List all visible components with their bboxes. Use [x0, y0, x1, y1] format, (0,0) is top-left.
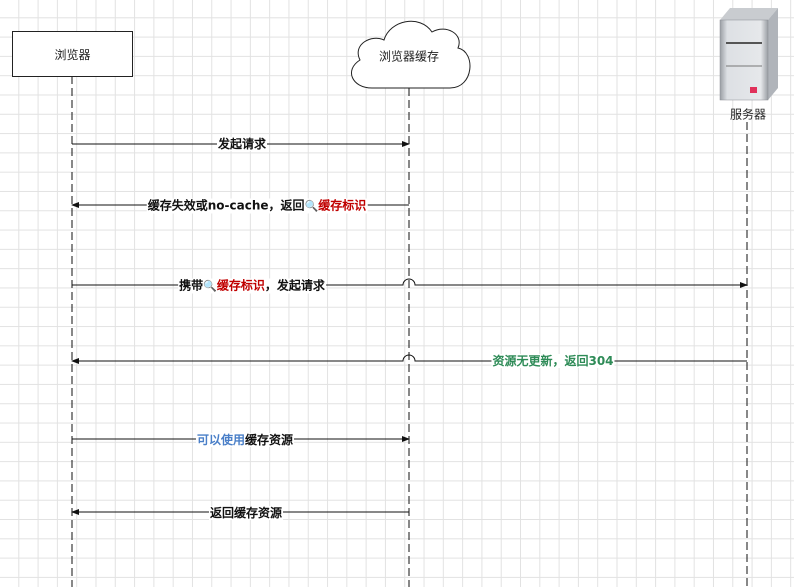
participant-cache-label: 浏览器缓存 [378, 49, 440, 64]
key-icon: 🔍 [203, 279, 217, 293]
message-label-3: 携带🔍缓存标识，发起请求 [178, 278, 326, 294]
message-text: 资源无更新，返回304 [492, 354, 614, 368]
arrow-4 [71, 354, 747, 364]
cloud-shape [350, 20, 471, 89]
message-label-2: 缓存失效或no-cache，返回🔍缓存标识 [146, 198, 368, 214]
key-icon: 🔍 [304, 199, 319, 213]
message-highlight: 缓存标识 [216, 278, 265, 293]
message-label-1: 发起请求 [216, 137, 268, 151]
message-text: 返回缓存资源 [209, 506, 283, 520]
message-text: 缓存失效或no-cache，返回 [147, 198, 305, 213]
message-text: 发起请求 [217, 137, 267, 151]
participant-browser-label: 浏览器 [54, 47, 91, 62]
server-icon [719, 8, 778, 101]
message-label-4: 资源无更新，返回304 [491, 354, 615, 368]
message-highlight: 可以使用 [196, 433, 245, 447]
message-text: 缓存资源 [245, 433, 294, 447]
message-label-5: 可以使用缓存资源 [195, 433, 295, 447]
participant-browser[interactable]: 浏览器 [12, 31, 133, 77]
participant-server-label: 服务器 [729, 107, 767, 122]
arrow-3 [72, 278, 748, 288]
message-highlight: 缓存标识 [318, 198, 367, 213]
message-label-6: 返回缓存资源 [208, 506, 284, 520]
message-text: ，发起请求 [264, 278, 325, 293]
message-text: 携带 [179, 278, 204, 293]
